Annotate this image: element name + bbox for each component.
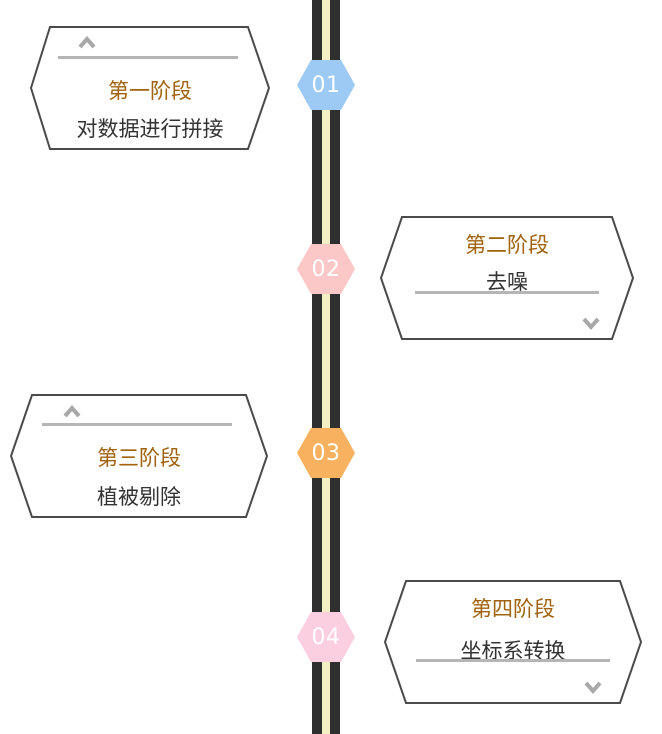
stage-node-2[interactable]: 02: [297, 244, 355, 294]
stage-divider: [58, 56, 238, 59]
stage-card-2[interactable]: 第二阶段 去噪: [379, 216, 635, 340]
stage-divider: [415, 291, 599, 294]
stage-title: 第一阶段: [108, 79, 192, 103]
hexagon-icon: [297, 244, 355, 294]
stage-number: 01: [311, 72, 341, 98]
stage-description: 对数据进行拼接: [76, 117, 224, 141]
stage-title: 第三阶段: [97, 446, 181, 470]
stage-card-4[interactable]: 第四阶段 坐标系转换: [383, 580, 643, 704]
stage-number: 02: [311, 256, 341, 282]
stage-card-1[interactable]: 第一阶段 对数据进行拼接: [29, 26, 271, 150]
stage-number: 03: [311, 440, 341, 466]
chevron-up-icon[interactable]: [77, 34, 97, 50]
hexagon-icon: [297, 612, 355, 662]
stage-number: 04: [311, 624, 341, 650]
stage-card-3[interactable]: 第三阶段 植被剔除: [9, 394, 269, 518]
stage-description: 去噪: [486, 270, 528, 294]
stage-node-1[interactable]: 01: [297, 60, 355, 110]
stage-node-4[interactable]: 04: [297, 612, 355, 662]
stage-card-frame: [383, 580, 643, 704]
stage-title: 第四阶段: [471, 597, 555, 621]
timeline-rail-center: [322, 0, 330, 734]
stage-card-frame: [379, 216, 635, 340]
chevron-up-icon[interactable]: [62, 403, 82, 419]
hexagon-icon: [297, 60, 355, 110]
stage-title: 第二阶段: [465, 233, 549, 257]
stage-description: 植被剔除: [97, 485, 181, 509]
chevron-down-icon[interactable]: [583, 680, 603, 696]
stage-node-3[interactable]: 03: [297, 428, 355, 478]
hexagon-icon: [297, 428, 355, 478]
stage-divider: [416, 659, 610, 662]
stage-divider: [42, 423, 232, 426]
chevron-down-icon[interactable]: [581, 316, 601, 332]
